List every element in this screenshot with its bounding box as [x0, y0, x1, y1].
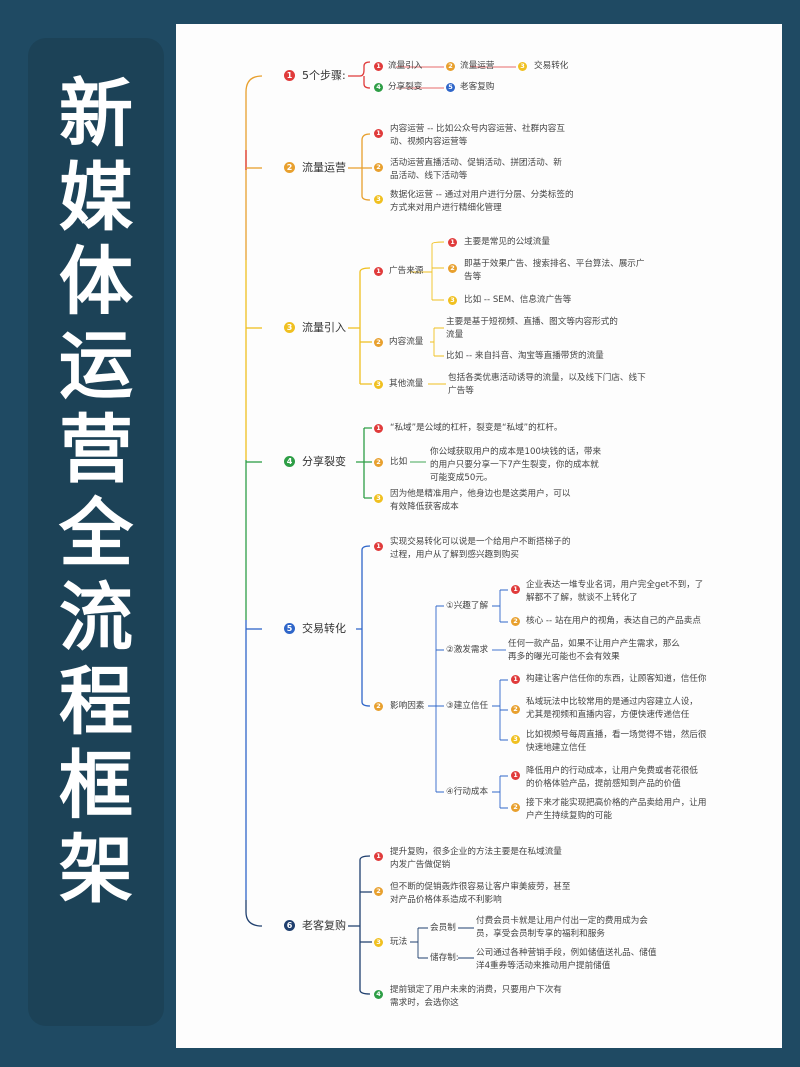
b6-method-label: 会员制 — [430, 923, 456, 933]
branch-6-label: 老客复购 — [302, 919, 346, 932]
b5-detail-text: 降低用户的行动成本，让用户免费或者花很低的价格体验产品，提前感知到产品的价值 — [526, 766, 698, 789]
b5-factor-label: ②激发需求 — [446, 645, 489, 655]
b2-item-text: 内容运营 -- 比如公众号内容运营、社群内容互动、视频内容运营等 — [390, 124, 565, 147]
b4-item-number: 1 — [374, 424, 383, 433]
b1-step-number: 3 — [518, 62, 527, 71]
b2-item-number: 2 — [374, 163, 383, 172]
b4-item-number: 2 — [374, 458, 383, 467]
b6-method-text: 公司通过各种营销手段，例如储值送礼品、储值洋4重券等活动来推动用户提前储值 — [476, 948, 657, 971]
b6-item-number: 3 — [374, 938, 383, 947]
b5-item-text: 实现交易转化可以说是一个给用户不断搭梯子的过程，用户从了解到感兴趣到购买 — [390, 537, 571, 560]
b4-item-number: 3 — [374, 494, 383, 503]
b3-content-item: 主要是基于短视频、直播、图文等内容形式的流量 — [446, 317, 618, 340]
b5-item-number: 2 — [374, 702, 383, 711]
b5-detail-number: 2 — [511, 803, 520, 812]
branch-1-label: 5个步骤: — [302, 69, 346, 82]
b5-factor-label: ①兴趣了解 — [446, 601, 489, 611]
b5-detail-number: 3 — [511, 735, 520, 744]
b1-step-text: 交易转化 — [534, 61, 569, 71]
b6-item-number: 1 — [374, 852, 383, 861]
b1-step-number: 2 — [446, 62, 455, 71]
vertical-title: 新媒体运营全流程框架 — [28, 72, 164, 912]
mindmap-canvas — [176, 24, 782, 1048]
title-char: 新 — [59, 71, 133, 157]
b3-content-traffic: 内容流量 — [389, 337, 424, 347]
b5-detail-text: 任何一款产品，如果不让用户产生需求，那么再多的曝光可能也不会有效果 — [508, 639, 680, 662]
b2-item-text: 活动运营直播活动、促销活动、拼团活动、新品活动、线下活动等 — [390, 158, 562, 181]
b6-item-text: 提前锁定了用户未来的消费，只要用户下次有需求时，会选你这 — [390, 985, 562, 1008]
b3-other-traffic: 其他流量 — [389, 379, 424, 389]
b4-item-text: 比如 — [390, 457, 408, 467]
b5-detail-text: 比如视频号每周直播，看一场觉得不错，然后很快速地建立信任 — [526, 730, 707, 753]
b6-method-text: 付费会员卡就是让用户付出一定的费用成为会员，享受会员制专享的福利和服务 — [476, 916, 648, 939]
b3-sub-number: 2 — [374, 338, 383, 347]
branch-3-number: 3 — [284, 322, 295, 333]
b1-step-number: 1 — [374, 62, 383, 71]
b3-ad-source: 广告来源 — [389, 266, 424, 276]
b5-detail-text: 企业表达一堆专业名词，用户完全get不到，了解都不了解，就谈不上转化了 — [526, 580, 704, 603]
b2-item-number: 1 — [374, 129, 383, 138]
b6-item-text: 但不断的促销轰炸很容易让客户审美疲劳，甚至对产品价格体系造成不利影响 — [390, 882, 571, 905]
b6-item-number: 2 — [374, 887, 383, 896]
b5-factor-label: ④行动成本 — [446, 787, 489, 797]
b5-factor-label: ③建立信任 — [446, 701, 489, 711]
b3-content-item: 比如 -- 来自抖音、淘宝等直播带货的流量 — [446, 351, 604, 361]
branch-6-number: 6 — [284, 920, 295, 931]
b5-detail-text: 构建让客户信任你的东西，让顾客知道，信任你 — [526, 674, 707, 684]
b3-ad-number: 3 — [448, 296, 457, 305]
branch-3-label: 流量引入 — [302, 321, 346, 334]
b3-other-item: 包括各类优惠活动诱导的流量，以及线下门店、线下广告等 — [448, 373, 646, 396]
b1-step-number: 5 — [446, 83, 455, 92]
branch-2-number: 2 — [284, 162, 295, 173]
b5-item-number: 1 — [374, 542, 383, 551]
b6-item-text: 玩法 — [390, 937, 408, 947]
branch-4-number: 4 — [284, 456, 295, 467]
b5-detail-text: 私域玩法中比较常用的是通过内容建立人设，尤其是视频和直播内容，方便快速传递信任 — [526, 697, 698, 720]
b1-step-text: 流量运营 — [460, 61, 495, 71]
b6-method-label: 储存制: — [430, 953, 459, 963]
b3-ad-item: 即基于效果广告、搜索排名、平台算法、展示广告等 — [464, 259, 645, 282]
b1-step-text: 流量引入 — [388, 61, 423, 71]
b3-ad-number: 2 — [448, 264, 457, 273]
b3-sub-number: 1 — [374, 267, 383, 276]
b5-detail-text: 核心 -- 站在用户的视角，表达自己的产品卖点 — [526, 616, 701, 626]
b3-ad-number: 1 — [448, 238, 457, 247]
b6-item-text: 提升复购，很多企业的方法主要是在私域流量内发广告做促销 — [390, 847, 562, 870]
b1-step-text: 老客复购 — [460, 82, 495, 92]
title-char: 程 — [59, 659, 133, 745]
b6-item-number: 4 — [374, 990, 383, 999]
b2-item-text: 数据化运营 -- 通过对用户进行分层、分类标签的方式来对用户进行精细化管理 — [390, 190, 574, 213]
b5-detail-number: 2 — [511, 617, 520, 626]
b1-step-number: 4 — [374, 83, 383, 92]
branch-2-label: 流量运营 — [302, 161, 346, 174]
b3-ad-item: 主要是常见的公域流量 — [464, 237, 550, 247]
b5-detail-number: 1 — [511, 585, 520, 594]
b5-factors: 影响因素 — [390, 701, 425, 711]
b1-step-text: 分享裂变 — [388, 82, 423, 92]
b3-ad-item: 比如 -- SEM、信息流广告等 — [464, 295, 572, 305]
branch-5-number: 5 — [284, 623, 295, 634]
title-char: 体 — [59, 239, 133, 325]
title-char: 媒 — [59, 155, 133, 241]
branch-1-number: 1 — [284, 70, 295, 81]
title-char: 流 — [59, 575, 133, 661]
b5-detail-number: 1 — [511, 675, 520, 684]
b5-detail-text: 接下来才能实现把高价格的产品卖给用户，让用户产生持续复购的可能 — [526, 798, 707, 821]
title-char: 框 — [59, 743, 133, 829]
b2-item-number: 3 — [374, 195, 383, 204]
b4-item-text: “私域”是公域的杠杆，裂变是“私域”的杠杆。 — [390, 423, 563, 433]
branch-5-label: 交易转化 — [302, 622, 346, 635]
title-char: 运 — [59, 323, 133, 409]
b3-sub-number: 3 — [374, 380, 383, 389]
title-char: 架 — [59, 827, 133, 913]
b4-example-text: 你公域获取用户的成本是100块钱的话，带来的用户只要分享一下7产生裂变，你的成本… — [430, 447, 602, 483]
b5-detail-number: 1 — [511, 771, 520, 780]
title-char: 营 — [59, 407, 133, 493]
b4-item-text: 因为他是精准用户，他身边也是这类用户，可以有效降低获客成本 — [390, 489, 571, 512]
b5-detail-number: 2 — [511, 705, 520, 714]
title-char: 全 — [59, 491, 133, 577]
branch-4-label: 分享裂变 — [302, 455, 346, 468]
title-card — [28, 38, 164, 1026]
